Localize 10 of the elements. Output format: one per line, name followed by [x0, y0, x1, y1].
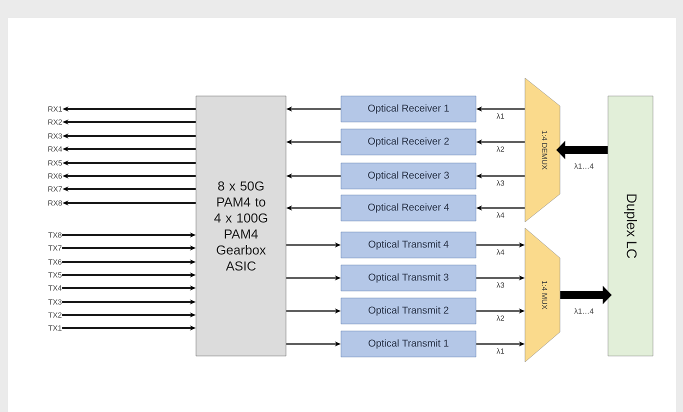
- connector-box: Duplex LC: [608, 96, 654, 356]
- optical-box: Optical Receiver 2: [340, 128, 476, 156]
- optical-box: Optical Receiver 1: [340, 96, 476, 122]
- optical-box: Optical Transmit 4: [340, 232, 476, 258]
- optical-box: Optical Transmit 1: [340, 330, 476, 358]
- optical-box: Optical Transmit 2: [340, 298, 476, 324]
- gearbox-box: 8 x 50G PAM4 to 4 x 100G PAM4 Gearbox ASIC: [196, 96, 286, 356]
- optical-box: Optical Receiver 4: [340, 194, 476, 222]
- optical-box: Optical Receiver 3: [340, 162, 476, 190]
- optical-box: Optical Transmit 3: [340, 264, 476, 292]
